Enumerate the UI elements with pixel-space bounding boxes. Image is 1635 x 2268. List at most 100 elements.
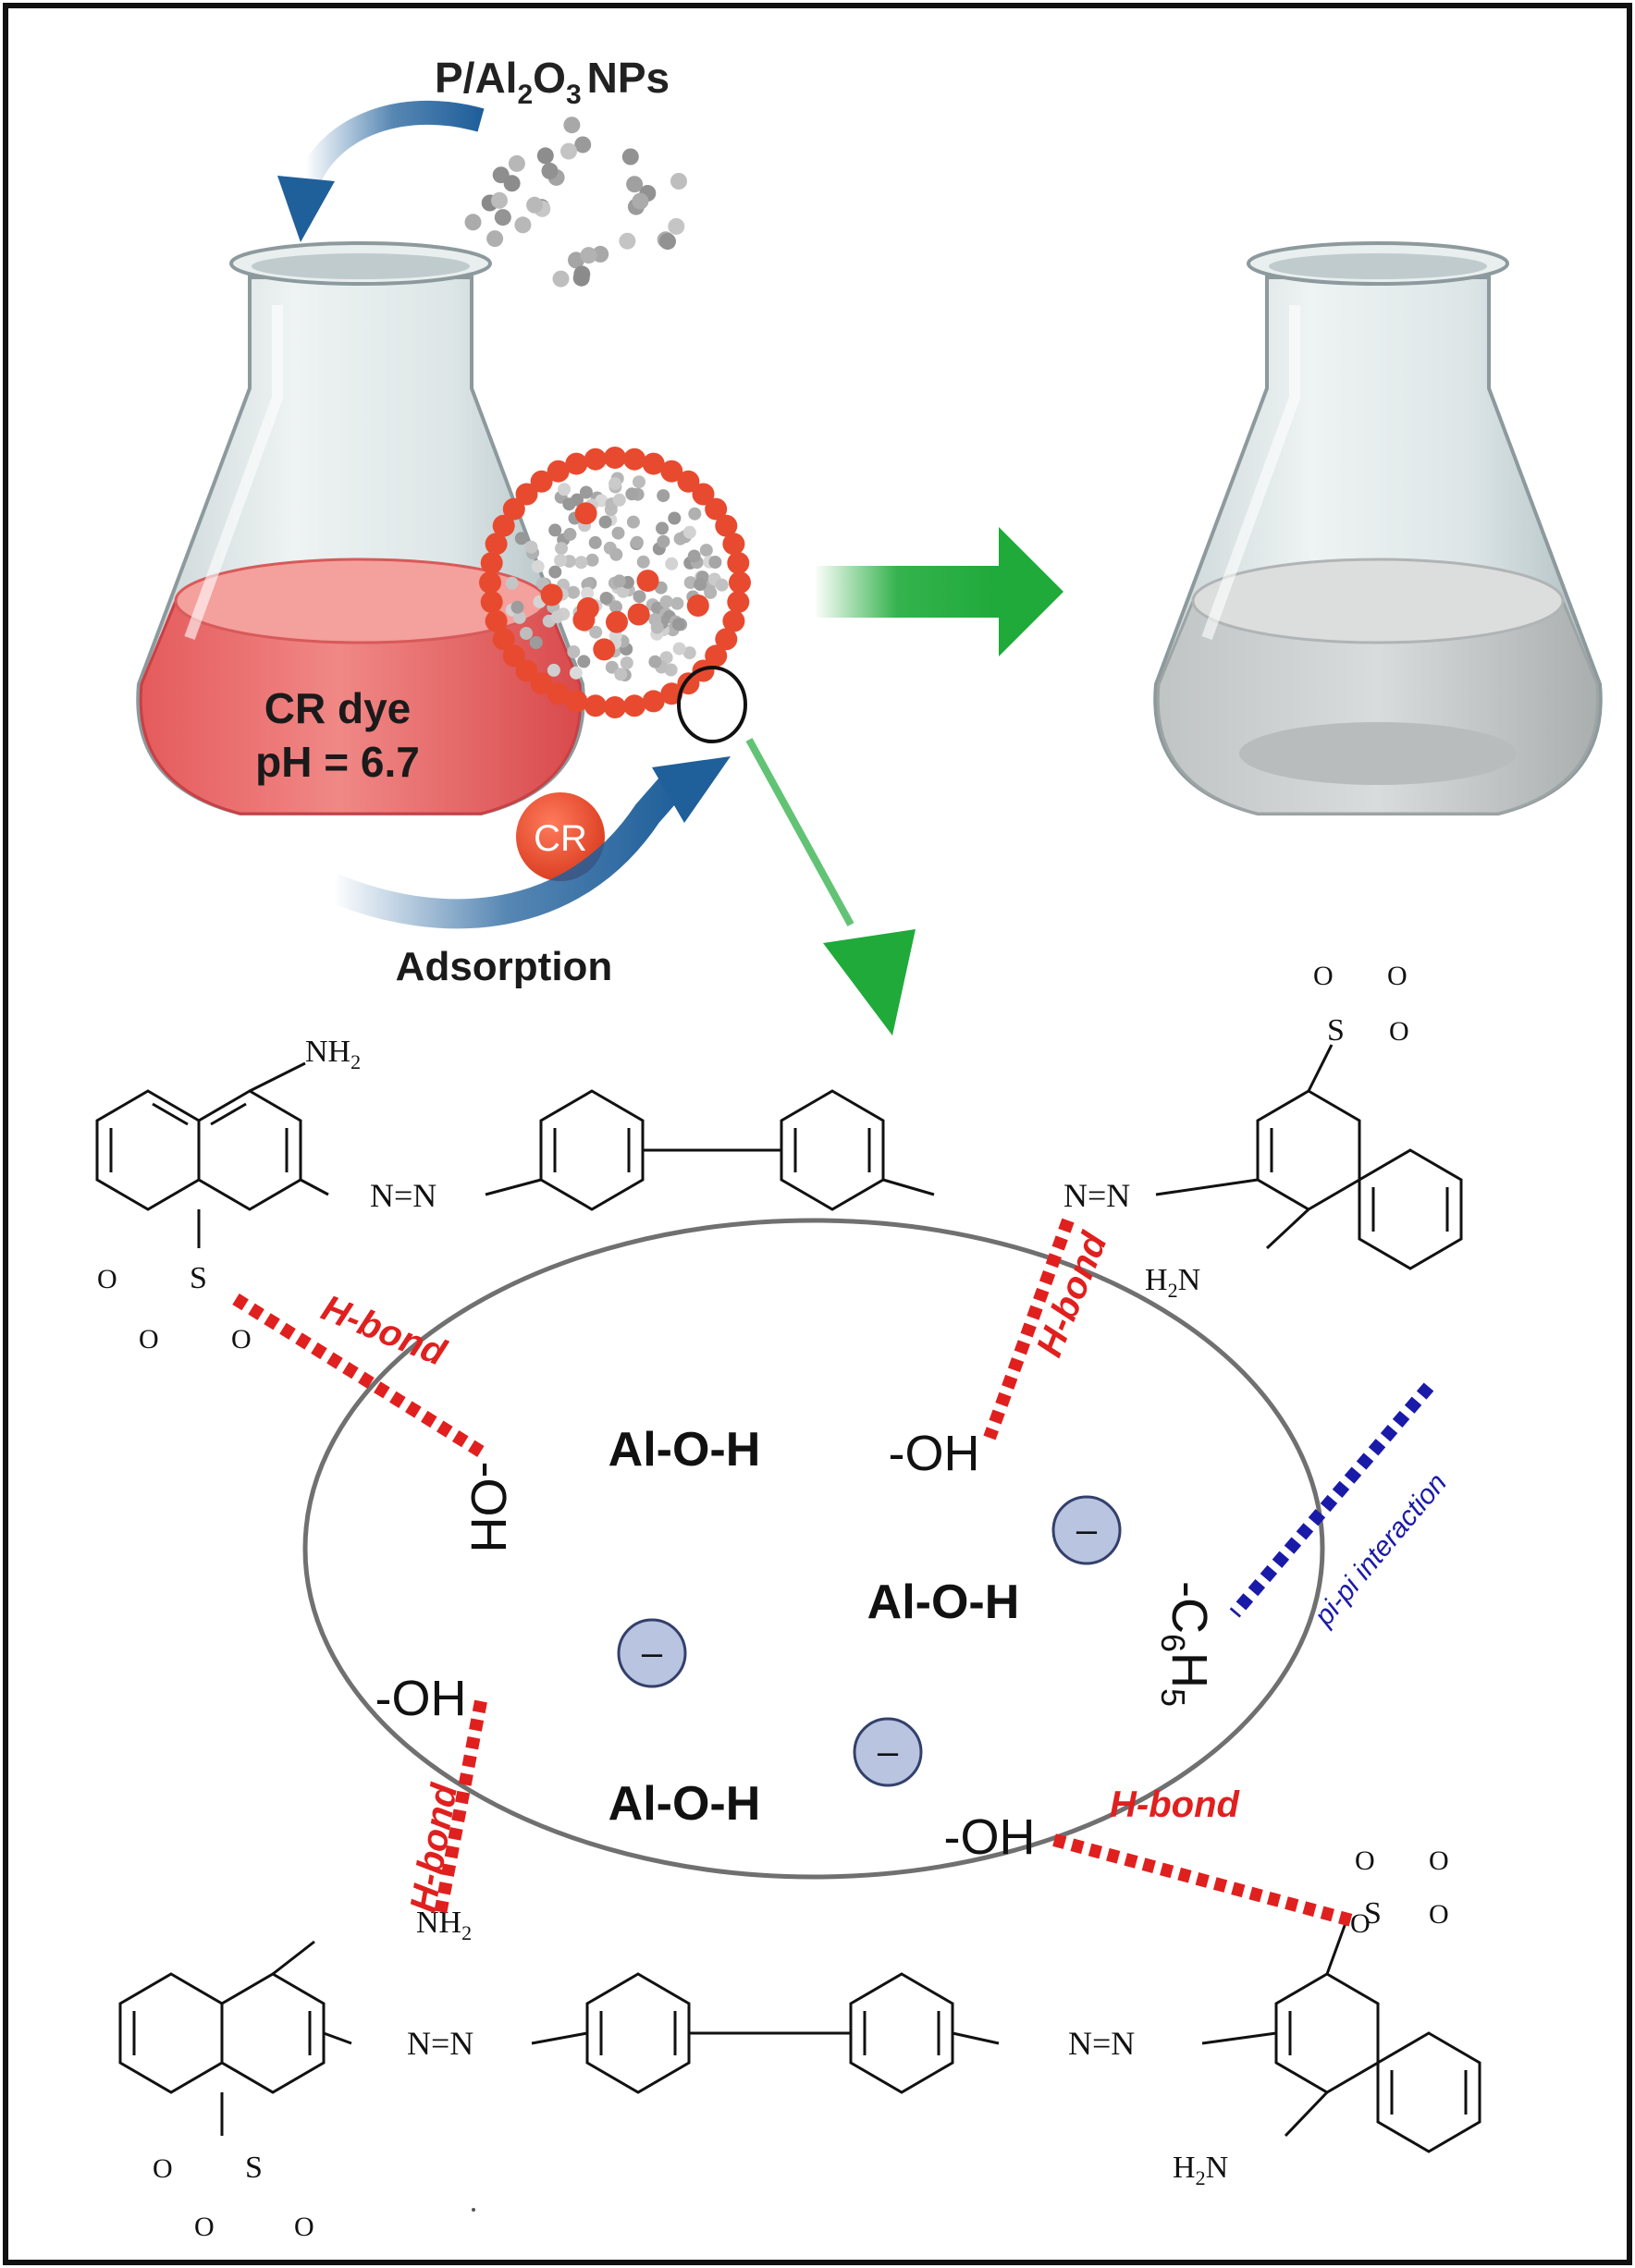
adsorbent-core-dot [581,586,595,600]
adsorbent-core-dot [633,475,645,489]
top-so3-left-ominus: O [97,1264,117,1294]
adsorption-arrow-head [652,756,731,823]
surface-dye-dot [502,644,525,668]
adsorbent-core-dot [630,535,644,549]
top-so3-right-o2: O [1387,961,1408,991]
surface-dye-dot [604,447,626,469]
adsorbent-core-dot [699,544,713,558]
adsorbent-core-dot [588,535,602,549]
adsorbent-core-dot [715,578,729,592]
adsorbent-core-dot [595,494,609,508]
nanoparticle-dot [670,173,687,190]
surface-dye-dot [530,470,553,493]
adsorbent-core-dot [514,532,528,546]
top-so3-left-o2: O [231,1324,252,1355]
surface-dye-dot [623,447,646,471]
hbond-label-4: H-bond [1110,1784,1241,1825]
process-arrow-shaft [814,566,999,618]
surface-dye-dot [485,609,508,632]
svg-text:–: – [1076,1510,1098,1551]
bottom-so3-left-o1: O [194,2212,215,2242]
adsorbent-core-dot [524,540,538,554]
nanoparticle-cloud [464,116,687,288]
surface-dye-dot [604,696,626,718]
adsorbed-dye-dot [593,638,616,661]
top-so3-right-o1: O [1313,961,1334,991]
adsorbent-core-dot [636,555,650,569]
nanoparticle-dot [626,176,644,193]
flask-label-dye: CR dye [264,684,411,732]
addition-arrow [293,101,485,194]
surface-oh-left: -OH [375,1671,467,1726]
top-so3-right-s: S [1327,1013,1345,1048]
surface-c6h5: -C6H5 [1154,1581,1217,1707]
surface-dye-dot [502,497,525,521]
adsorbed-dye-dot [574,502,597,525]
adsorbent-core-dot [633,590,646,604]
surface-dye-dot [480,591,503,614]
adsorbent-core-dot [704,585,718,599]
adsorbent-core-dot [548,565,562,579]
nanoparticle-dot [464,214,482,231]
adsorbent-surface [302,1218,1325,1880]
adsorption-label: Adsorption [396,944,613,989]
adsorbent-core-dot [599,592,613,605]
nanoparticle-dot [491,191,508,209]
surface-dye-dot [623,694,646,717]
nanoparticle-dot [574,136,592,153]
surface-dye-dot [729,571,751,594]
flask-label-ph: pH = 6.7 [255,738,420,786]
nanoparticle-dot [580,247,597,264]
adsorbent-core-dot [657,534,670,548]
adsorbent-core-dot [683,576,697,590]
surface-oh-top-left: -OH [461,1462,516,1553]
adsorbent-core-dot [510,600,524,614]
surface-dye-dot [547,460,570,483]
treated-flask [1153,241,1603,815]
nanoparticle-dot [659,233,676,251]
adsorbent-core-dot [650,620,664,634]
adsorbent-core-dot [612,574,626,588]
adsorbent-core-dot [620,656,633,669]
surface-dye-dot [660,460,683,483]
surface-dye-dot [722,609,745,632]
adsorbent-core-dot [659,651,673,665]
nanoparticle-dot [541,162,559,179]
bottom-so3-left-ominus: O [153,2153,173,2184]
adsorbed-dye-dot [627,603,650,626]
svg-text:–: – [878,1732,899,1772]
adsorbent-core-dot [505,576,519,590]
surface-dye-dot [727,591,750,614]
top-azo-left: N=N [370,1177,436,1214]
adsorbent-core-dot [555,542,568,556]
figure-border [3,3,1632,2265]
zoom-arrow-head [823,929,916,1036]
adsorbent-core-dot [579,485,593,499]
adsorbent-core-dot [648,655,662,668]
adsorbent-core-dot [605,660,619,674]
adsorbed-dye-dot [606,610,628,633]
process-arrow-head [999,527,1063,656]
adsorbent-core-dot [614,668,628,681]
surface-aloh-3: Al-O-H [609,1777,761,1831]
negative-charge-2: – [617,1618,687,1688]
adsorbent-core-dot [682,525,696,539]
bottom-so3-left-s: S [245,2151,263,2185]
top-azo-right: N=N [1063,1177,1130,1214]
bottom-so3-right-o2: O [1429,1845,1449,1876]
nanoparticle-dot [632,192,649,210]
adsorbent-core-dot [567,645,581,658]
surface-dye-dot [692,659,715,682]
svg-text:–: – [642,1633,663,1673]
top-nh2-left: NH2 [305,1035,361,1073]
adsorbed-dye-dot [540,583,563,607]
adsorbed-dye-dot [686,595,709,617]
adsorbent-core-dot [547,663,560,677]
adsorbent-core-dot [563,527,577,541]
surface-aloh-1: Al-O-H [609,1423,761,1477]
nanoparticle-dot [668,217,685,235]
nanoparticle-dot [514,216,532,234]
surface-dye-dot [722,533,745,556]
surface-dye-dot [705,644,728,668]
adsorbent-core-dot [672,642,686,656]
